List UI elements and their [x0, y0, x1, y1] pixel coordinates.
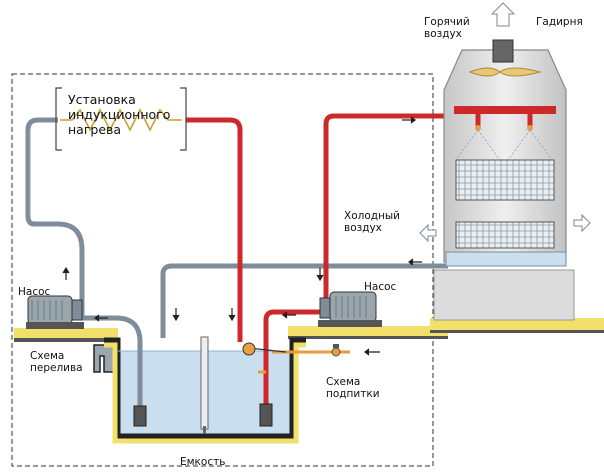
cold-air-arrow-right: [573, 213, 591, 233]
hot-air-label-line1: Горячий: [424, 16, 470, 28]
heater-label-line2: индукционного: [68, 107, 171, 122]
makeup-label: Схема подпитки: [326, 376, 380, 400]
tower-label: Гадирня: [536, 16, 583, 28]
intake-right: [259, 403, 273, 427]
tank-label: Емкость: [180, 456, 226, 468]
hot-air-label-line2: воздух: [424, 28, 462, 40]
overflow-label-line2: перелива: [30, 362, 83, 374]
fan-blades: [468, 67, 542, 77]
heater-label: Установка индукционного нагрева: [68, 92, 170, 137]
cold-air-label-line2: воздух: [344, 222, 382, 234]
pump-right: [318, 291, 382, 327]
cold-pipe-center: [160, 263, 448, 338]
heater-label-line1: Установка: [68, 92, 136, 107]
hot-pipe-heater: [186, 117, 243, 342]
tower-basin: [445, 251, 567, 267]
induction-heater: [55, 87, 187, 151]
fill-media-lower: [455, 221, 555, 249]
tank: [104, 336, 306, 444]
pump-left-label: Насос: [18, 286, 51, 298]
makeup-label-line1: Схема: [326, 376, 361, 388]
fill-media-upper: [455, 159, 555, 201]
ground: [14, 318, 604, 342]
overflow-label: Схема перелива: [30, 350, 83, 374]
fan-motor: [492, 39, 514, 63]
spray-header: [454, 106, 556, 114]
system-boundary: [11, 73, 434, 467]
hot-air-label: Горячий воздух: [424, 16, 470, 40]
flow-arrows: [62, 116, 422, 356]
cooling-tower: [433, 39, 575, 321]
pump-left: [26, 295, 84, 329]
float-valve: [242, 342, 256, 356]
cold-air-label-line1: Холодный: [344, 210, 400, 222]
cold-pipe-left: [25, 117, 143, 412]
heater-label-line3: нагрева: [68, 122, 122, 137]
intake-left: [133, 405, 147, 427]
level-sensor: [200, 336, 209, 430]
pump-right-label: Насос: [364, 281, 397, 293]
makeup-label-line2: подпитки: [326, 388, 380, 400]
overflow-label-line1: Схема: [30, 350, 65, 362]
cold-air-arrow-left: [419, 223, 437, 243]
cold-air-label: Холодный воздух: [344, 210, 400, 234]
hot-air-arrow: [490, 2, 516, 27]
